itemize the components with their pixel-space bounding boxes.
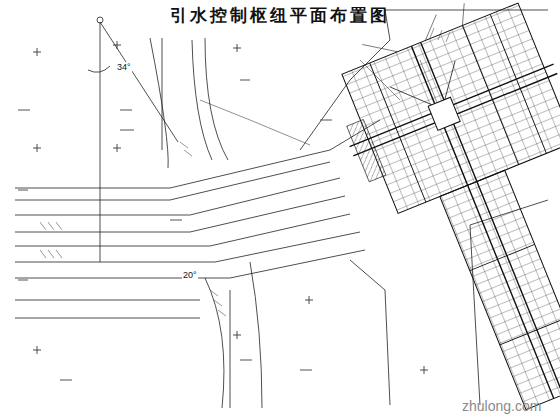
watermark: zhulong.com [462,398,541,414]
angle-label: 34° [116,62,132,72]
angle-label: 20° [182,270,198,280]
drawing-title: 引水控制枢纽平面布置图 [170,4,390,27]
